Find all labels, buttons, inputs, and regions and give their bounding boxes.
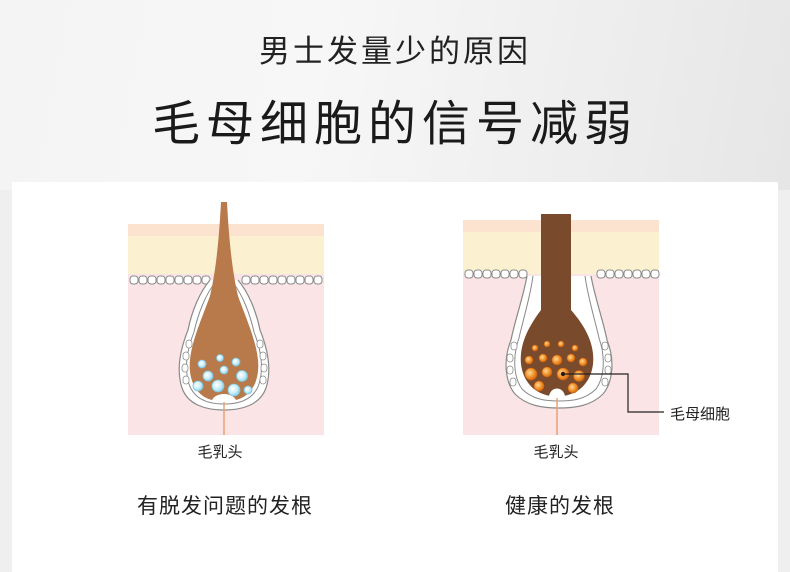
left-caption: 有脱发问题的发根	[137, 494, 313, 518]
matrix-label-leader	[563, 373, 664, 413]
healthy-hair-root-diagram	[463, 214, 660, 435]
weak-matrix-cells	[192, 354, 253, 397]
page-subtitle: 男士发量少的原因	[259, 34, 531, 70]
unhealthy-hair-root-diagram	[128, 202, 324, 435]
header-background	[0, 0, 790, 190]
page-title: 毛母细胞的信号减弱	[151, 96, 638, 152]
matrix-cell-label: 毛母细胞	[670, 405, 731, 423]
right-caption: 健康的发根	[505, 494, 615, 518]
active-matrix-cells	[524, 340, 588, 394]
left-papilla-label: 毛乳头	[197, 443, 243, 461]
right-papilla-label: 毛乳头	[533, 443, 579, 461]
thick-hair-shaft	[541, 214, 571, 324]
thin-hair-shaft	[189, 202, 259, 400]
